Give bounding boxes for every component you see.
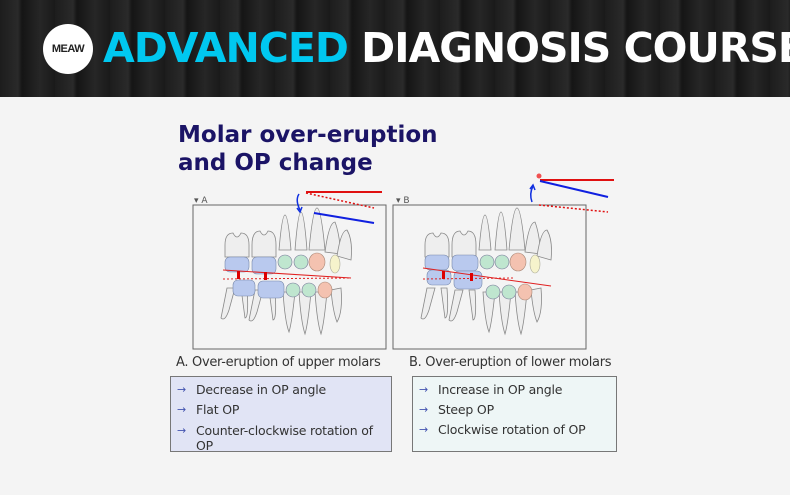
arrow-icon: →: [419, 403, 429, 416]
new-op-line: [539, 180, 609, 198]
slide-title-line1: Molar over-eruption: [178, 122, 438, 148]
panel-b-caption: B. Over-eruption of lower molars: [409, 355, 612, 370]
course-banner: MEAW ADVANCED DIAGNOSIS COURSE: [0, 0, 790, 97]
arrow-icon: →: [177, 424, 187, 437]
list-item: → Counter-clockwise rotation of OP: [177, 420, 385, 453]
panel-a-caption: A. Over-eruption of upper molars: [176, 355, 381, 370]
panel-b-effects-list: → Increase in OP angle → Steep OP → Clockwi…: [412, 376, 617, 452]
banner-title-accent: ADVANCED: [103, 24, 349, 72]
rotation-arrow-icon: [529, 185, 534, 203]
list-item: → Decrease in OP angle: [177, 380, 385, 400]
panel-a-effects-list: → Decrease in OP angle → Flat OP → Counter-…: [170, 376, 392, 453]
panel-a-label: ▾ A: [194, 196, 208, 206]
list-item: → Clockwise rotation of OP: [419, 420, 610, 440]
arrow-icon: →: [177, 383, 187, 396]
item-text: Flat OP: [196, 402, 240, 417]
new-op-line: [313, 212, 375, 224]
item-text: Clockwise rotation of OP: [438, 422, 586, 437]
item-text: Decrease in OP angle: [196, 382, 326, 397]
item-text: Steep OP: [438, 402, 494, 417]
banner-title: ADVANCED DIAGNOSIS COURSE: [103, 22, 790, 74]
meaw-logo: MEAW: [43, 24, 93, 74]
arrow-icon: →: [419, 383, 429, 396]
pivot-point: [536, 173, 542, 179]
original-op-line: [538, 204, 609, 213]
list-item: → Increase in OP angle: [419, 380, 610, 400]
slide-title: Molar over-eruption and OP change: [178, 121, 438, 177]
panel-b-teeth: [420, 207, 552, 335]
panel-b-label: ▾ B: [396, 196, 410, 206]
panel-a-teeth: [220, 207, 352, 335]
arrow-icon: →: [419, 423, 429, 436]
list-item: → Flat OP: [177, 400, 385, 420]
slide-title-line2: and OP change: [178, 150, 373, 176]
banner-title-rest: DIAGNOSIS COURSE: [361, 24, 790, 72]
item-text: Counter-clockwise rotation of OP: [196, 423, 373, 453]
arrow-icon: →: [177, 403, 187, 416]
list-item: → Steep OP: [419, 400, 610, 420]
rotation-arrow-icon: [296, 193, 301, 211]
item-text: Increase in OP angle: [438, 382, 563, 397]
